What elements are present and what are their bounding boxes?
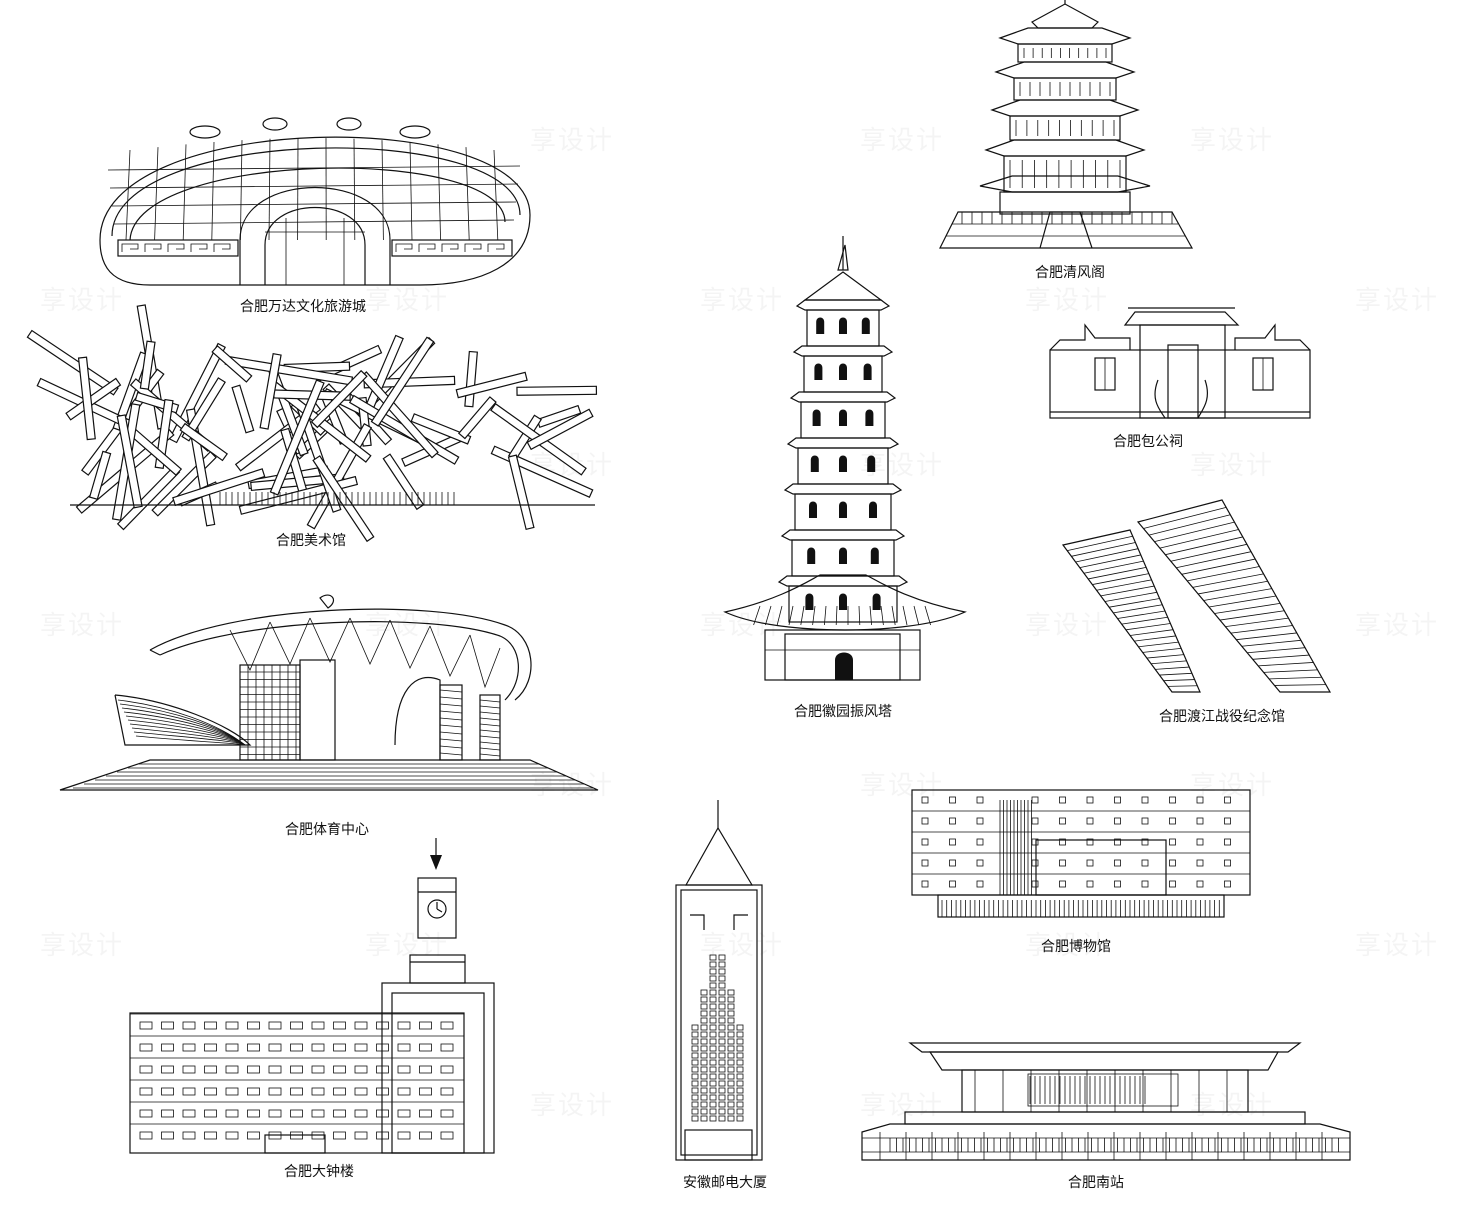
caption-museum: 合肥博物馆 <box>1041 939 1111 955</box>
clock-tower-illustration <box>129 838 495 1154</box>
art-museum-illustration <box>26 304 598 543</box>
caption-post-tower: 安徽邮电大厦 <box>683 1175 767 1191</box>
zhenfengta-pagoda-illustration <box>723 236 967 681</box>
caption-qingfengge: 合肥清风阁 <box>1035 265 1105 281</box>
wanda-building-illustration <box>99 117 531 286</box>
qingfengge-pavilion-illustration <box>939 0 1194 249</box>
post-tower-illustration <box>675 800 763 1161</box>
caption-clock-tower: 合肥大钟楼 <box>284 1164 354 1180</box>
caption-sports-center: 合肥体育中心 <box>285 822 369 838</box>
caption-baogongci: 合肥包公祠 <box>1113 434 1183 450</box>
museum-illustration <box>911 789 1251 918</box>
dujiang-memorial-illustration <box>1061 499 1332 693</box>
sports-center-illustration <box>59 594 599 791</box>
caption-dujiang: 合肥渡江战役纪念馆 <box>1159 709 1285 725</box>
caption-zhenfengta: 合肥徽园振风塔 <box>794 704 892 720</box>
south-station-illustration <box>861 1042 1351 1161</box>
baogongci-temple-illustration <box>1049 307 1311 419</box>
caption-wanda: 合肥万达文化旅游城 <box>240 299 366 315</box>
caption-art-museum: 合肥美术馆 <box>276 533 346 549</box>
caption-south-station: 合肥南站 <box>1068 1175 1124 1191</box>
